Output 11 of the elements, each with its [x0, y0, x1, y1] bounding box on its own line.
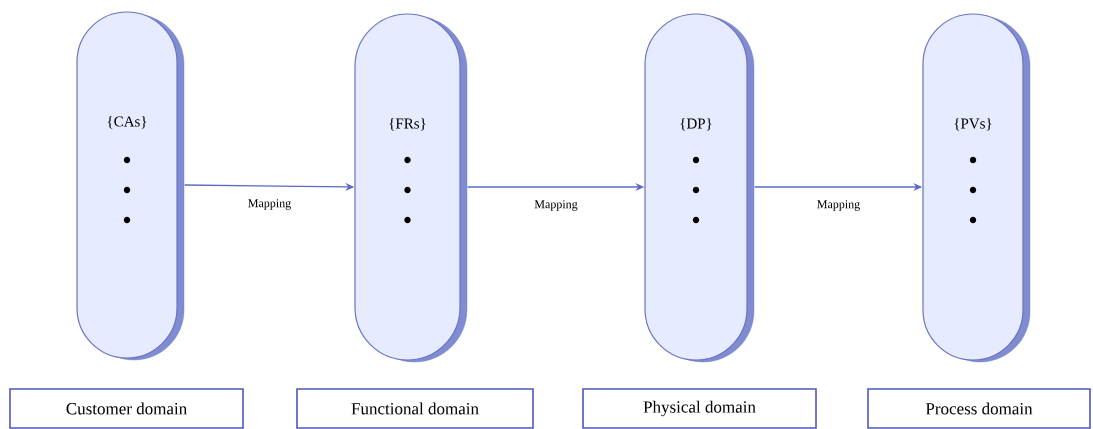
domain-pill: {CAs} [76, 11, 185, 361]
domain-pill: {FRs} [354, 13, 468, 363]
domain-pill: {PVs} [922, 13, 1031, 363]
domain-box: Functional domain [296, 388, 534, 429]
domain-box: Customer domain [9, 388, 244, 429]
edge-label: Mapping [246, 198, 293, 211]
domain-box: Physical domain [582, 388, 817, 429]
domain-pill: {DP} [644, 13, 755, 363]
domain-box: Process domain [867, 388, 1091, 429]
edge-label: Mapping [815, 199, 862, 212]
edge-label: Mapping [533, 199, 579, 212]
